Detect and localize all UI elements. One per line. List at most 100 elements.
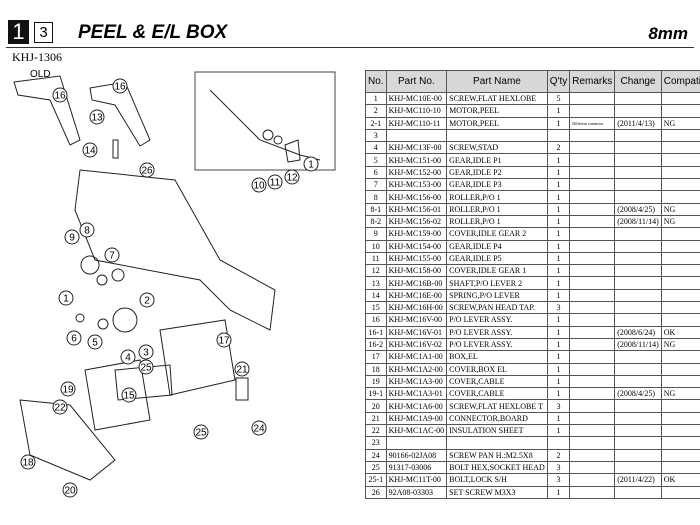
header-divider [6, 47, 694, 48]
cell-remarks [569, 485, 616, 499]
cell-qty: 1 [546, 251, 571, 266]
cell-no: 23 [365, 436, 387, 450]
cell-no: 3 [365, 128, 387, 143]
cell-part-no: KHJ-MC1AC-00 [385, 424, 448, 438]
cell-no: 18 [365, 362, 387, 376]
column-header: Remarks [569, 70, 616, 93]
callout-6: 6 [66, 330, 82, 346]
cell-change [614, 276, 662, 290]
callout-number: 4 [125, 353, 131, 364]
cell-compat [660, 128, 700, 143]
cell-no: 25 [365, 460, 387, 475]
cell-part-name: CONNECTOR,BOARD [446, 411, 548, 426]
cell-remarks [569, 399, 616, 413]
page-number: 1 [8, 20, 29, 44]
cell-compat [660, 264, 700, 278]
callout-number: 15 [123, 391, 135, 402]
cell-remarks [569, 264, 616, 278]
table-row: 23 [365, 436, 700, 450]
cell-qty: 5 [546, 91, 571, 106]
cell-remarks [569, 350, 616, 364]
column-header: No. [365, 70, 387, 93]
cell-part-no: KHJ-MC158-00 [385, 264, 448, 278]
old-label: OLD [30, 69, 51, 80]
callout-25: 25 [138, 359, 154, 375]
callout-number: 11 [270, 178, 281, 189]
cell-remarks [569, 362, 616, 376]
callout-number: 19 [62, 385, 74, 396]
cell-change [614, 288, 662, 303]
cell-qty: 2 [546, 448, 571, 462]
cell-remarks [569, 436, 616, 450]
callout-number: 18 [22, 458, 34, 469]
cell-part-name: P/O LEVER ASSY. [446, 337, 548, 352]
cell-no: 17 [365, 350, 387, 364]
cell-no: 2-1 [365, 116, 387, 130]
cell-part-no: KHJ-MC151-00 [385, 153, 448, 167]
cell-part-name: COVER,IDLE GEAR 1 [446, 264, 548, 278]
cell-qty: 3 [546, 399, 571, 413]
callout-13: 13 [89, 109, 105, 125]
cell-no: 6 [365, 165, 387, 180]
cell-part-no: KHJ-MC152-00 [385, 165, 448, 180]
cell-change [614, 424, 662, 438]
cell-change: (2008/4/25) [614, 387, 662, 401]
column-header: Compati. [660, 70, 700, 93]
cell-part-no: KHJ-MC11T-00 [385, 473, 448, 487]
cell-remarks [569, 178, 616, 192]
cell-part-no: KHJ-MC153-00 [385, 178, 448, 192]
cell-part-name: COVER,CABLE [446, 374, 548, 389]
cell-compat: NG [660, 202, 700, 216]
cell-part-no: KHJ-MC1A2-00 [385, 362, 448, 376]
cell-part-no: KHJ-MC1A3-01 [385, 387, 448, 401]
cell-no: 8-2 [365, 214, 387, 229]
callout-number: 1 [308, 160, 314, 171]
cell-no: 8 [365, 190, 387, 204]
cell-qty: 1 [546, 264, 571, 278]
cell-change [614, 227, 662, 241]
cell-part-name: SCREW PAN H.:M2.5X8 [446, 448, 548, 462]
cell-part-no: KHJ-MC16E-00 [385, 288, 448, 303]
cell-remarks [569, 424, 616, 438]
cell-qty: 1 [546, 362, 571, 376]
cell-no: 7 [365, 178, 387, 192]
cell-no: 14 [365, 288, 387, 303]
cell-part-name: ROLLER,P/O 1 [446, 202, 548, 216]
callout-14: 14 [82, 142, 98, 158]
cell-qty: 1 [546, 190, 571, 204]
callout-10: 10 [251, 177, 267, 193]
cell-part-no: KHJ-MC10E-00 [385, 91, 448, 106]
cell-compat [660, 424, 700, 438]
cell-compat [660, 436, 700, 450]
cell-part-name: COVER,CABLE [446, 387, 548, 401]
cell-remarks [569, 411, 616, 426]
cell-qty: 3 [546, 301, 571, 315]
column-header: Change [614, 70, 662, 93]
callout-1: 1 [303, 156, 319, 172]
cell-no: 24 [365, 448, 387, 462]
cell-compat: NG [660, 214, 700, 229]
cell-qty: 1 [546, 153, 571, 167]
cell-part-no: 90166-02JA08 [385, 448, 448, 462]
cell-compat [660, 165, 700, 180]
callout-20: 20 [62, 482, 78, 498]
cell-compat: NG [660, 337, 700, 352]
cell-no: 19 [365, 374, 387, 389]
cell-part-name: P/O LEVER ASSY. [446, 313, 548, 327]
cell-compat [660, 153, 700, 167]
cell-remarks [569, 128, 616, 143]
cell-no: 16-2 [365, 337, 387, 352]
callout-number: 10 [253, 181, 265, 192]
cell-part-name: GEAR,IDLE P5 [446, 251, 548, 266]
cell-no: 12 [365, 264, 387, 278]
cell-qty: 1 [546, 116, 571, 130]
column-header: Part No. [385, 70, 448, 93]
callout-number: 24 [253, 424, 265, 435]
cell-part-name: BOLT,LOCK S/H [446, 473, 548, 487]
cell-part-name: GEAR,IDLE P1 [446, 153, 548, 167]
